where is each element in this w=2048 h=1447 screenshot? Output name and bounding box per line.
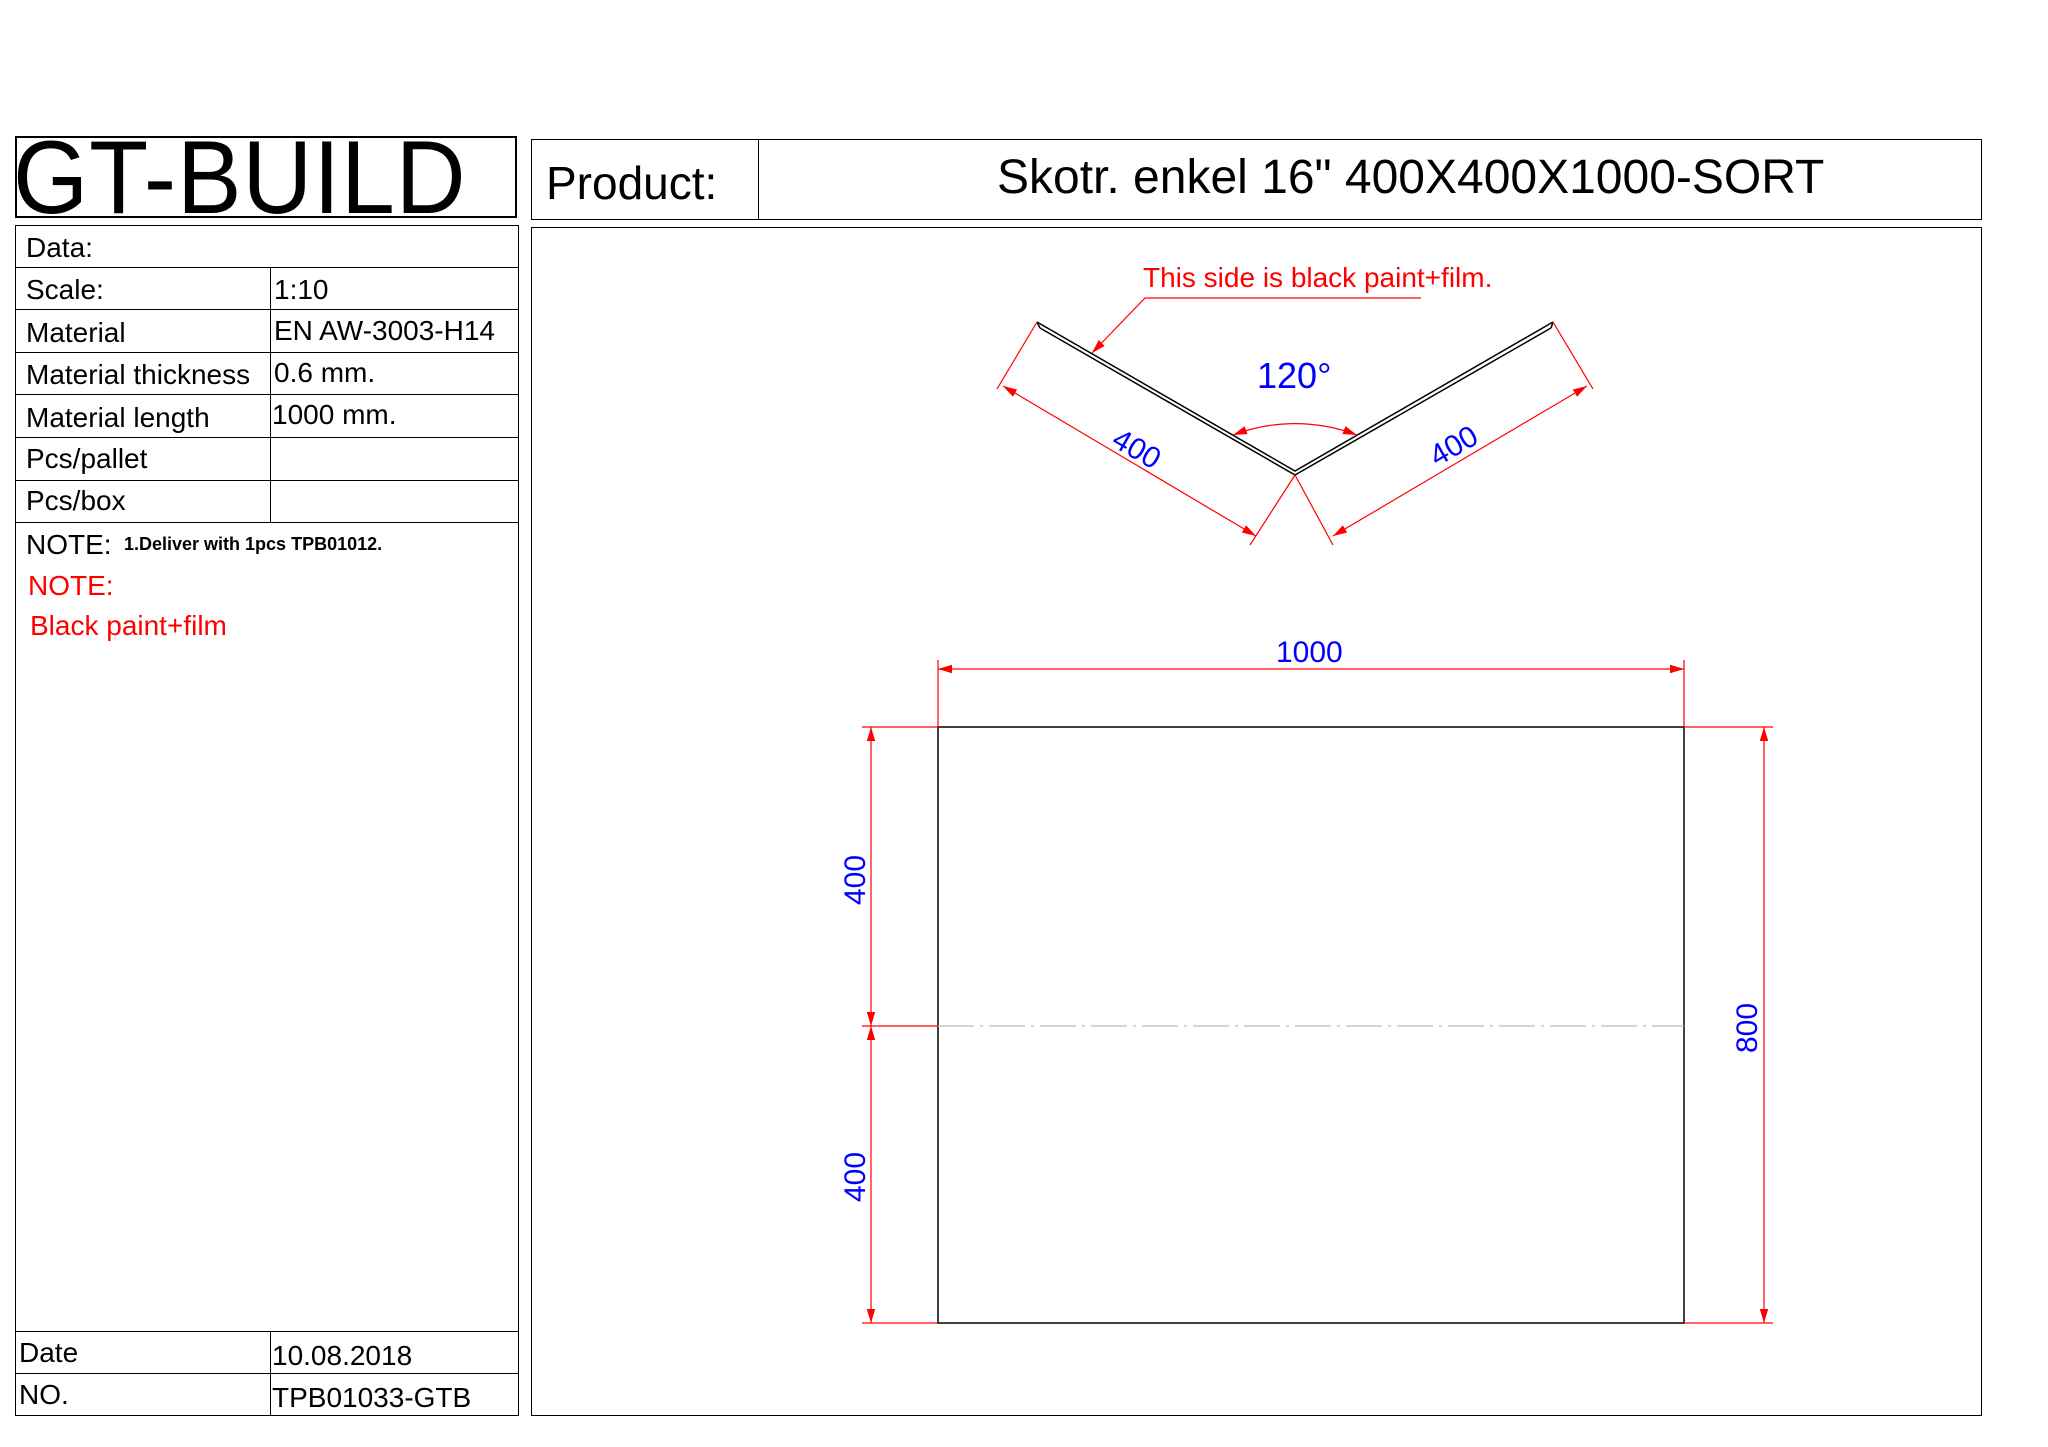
right-height-extension bbox=[1684, 726, 1773, 1324]
note2-label: NOTE: bbox=[28, 570, 114, 601]
data-label: Data: bbox=[26, 232, 93, 263]
height-bottom-label: 400 bbox=[839, 1152, 872, 1202]
left-height-extension bbox=[862, 726, 938, 1324]
date-value: 10.08.2018 bbox=[272, 1340, 413, 1371]
thickness-value: 0.6 mm. bbox=[274, 357, 376, 388]
callout-text: This side is black paint+film. bbox=[1143, 262, 1492, 293]
product-divider bbox=[758, 140, 759, 219]
angle-label: 120° bbox=[1257, 355, 1331, 396]
no-value: TPB01033-GTB bbox=[272, 1382, 472, 1413]
product-label: Product: bbox=[546, 157, 718, 209]
scale-label: Scale: bbox=[26, 274, 104, 305]
width-label: 1000 bbox=[1276, 636, 1343, 669]
leg-right-label: 400 bbox=[1424, 419, 1484, 473]
thickness-label: Material thickness bbox=[26, 359, 251, 390]
material-value: EN AW-3003-H14 bbox=[274, 315, 495, 346]
flat-sheet bbox=[937, 726, 1685, 1324]
leg-extension-lines bbox=[996, 321, 1594, 546]
info-panel: Data: Scale: 1:10 Material EN AW-3003-H1… bbox=[15, 225, 519, 1416]
angle-arc bbox=[1232, 423, 1358, 436]
logo-text: GT-BUILD bbox=[13, 120, 467, 236]
leg-dimension-left bbox=[1002, 385, 1257, 537]
product-name: Skotr. enkel 16" 400X400X1000-SORT bbox=[997, 151, 1825, 204]
note2-text: Black paint+film bbox=[30, 610, 227, 641]
drawing-area bbox=[531, 227, 1982, 1416]
no-label: NO. bbox=[19, 1379, 69, 1410]
callout-leader bbox=[1091, 297, 1421, 354]
height-total-label: 800 bbox=[1731, 1003, 1764, 1053]
leg-left-label: 400 bbox=[1107, 422, 1167, 476]
leg-dimension-right bbox=[1332, 385, 1588, 537]
logo-box: GT-BUILD bbox=[13, 126, 517, 230]
material-label: Material bbox=[26, 317, 126, 348]
product-header: Product: Skotr. enkel 16" 400X400X1000-S… bbox=[531, 139, 1982, 220]
scale-value: 1:10 bbox=[274, 274, 329, 305]
pcs-pallet-label: Pcs/pallet bbox=[26, 443, 148, 474]
length-value: 1000 mm. bbox=[272, 399, 397, 430]
length-label: Material length bbox=[26, 402, 210, 433]
note-label: NOTE: bbox=[26, 529, 112, 560]
pcs-box-label: Pcs/box bbox=[26, 485, 126, 516]
width-dimension bbox=[937, 660, 1685, 727]
date-label: Date bbox=[19, 1337, 79, 1368]
note-text: 1.Deliver with 1pcs TPB01012. bbox=[124, 534, 383, 554]
height-top-label: 400 bbox=[839, 855, 872, 905]
